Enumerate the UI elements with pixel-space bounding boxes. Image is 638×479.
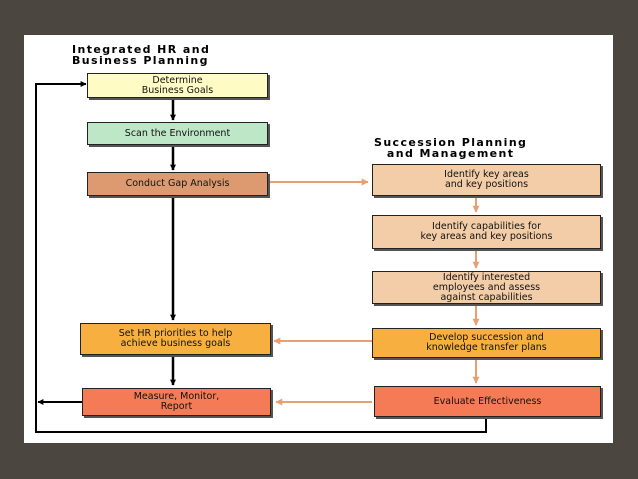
heading-line: and Management	[386, 147, 515, 160]
box-text-line: achieve business goals	[120, 338, 231, 349]
box-text-line: Report	[160, 401, 193, 412]
succession-heading: Succession Planning and Management	[374, 137, 527, 159]
capabilities-box: Identify capabilities for key areas and …	[372, 215, 601, 249]
feedback-loop-line	[35, 81, 87, 403]
box-text-line: Identify interested	[442, 271, 531, 283]
box-text-line: Develop succession and	[429, 332, 544, 343]
heading-line: Business Planning	[72, 54, 209, 67]
determine-goals-box: Determine Business Goals	[87, 73, 268, 98]
gap-analysis-box: Conduct Gap Analysis	[87, 172, 268, 196]
box-text-line: and key positions	[444, 179, 529, 190]
box-text-line: knowledge transfer plans	[426, 342, 547, 353]
evaluate-effectiveness-box: Evaluate Effectiveness	[374, 386, 601, 417]
box-text-line: Conduct Gap Analysis	[125, 178, 230, 189]
box-text-line: Scan the Environment	[124, 127, 231, 139]
box-text-line: Set HR priorities to help	[118, 328, 233, 339]
box-text-line: employees and assess	[432, 281, 541, 293]
hr-planning-heading: Integrated HR and Business Planning	[72, 44, 210, 66]
box-text-line: Identify key areas	[444, 169, 529, 180]
heading-line: Succession Planning	[374, 136, 528, 149]
box-text-line: Determine	[152, 74, 203, 86]
box-text-line: against capabilities	[440, 291, 533, 303]
box-text-line: Measure, Monitor,	[133, 391, 220, 402]
box-text-line: Identify capabilities for	[432, 221, 541, 232]
box-text-line: Business Goals	[141, 84, 214, 96]
scan-environment-box: Scan the Environment	[87, 122, 268, 145]
succession-plans-box: Develop succession and knowledge transfe…	[372, 328, 601, 358]
heading-line: Integrated HR and	[72, 43, 211, 56]
assess-employees-box: Identify interested employees and assess…	[372, 271, 601, 304]
key-areas-box: Identify key areas and key positions	[372, 164, 601, 196]
box-text-line: Evaluate Effectiveness	[433, 395, 542, 407]
hr-priorities-box: Set HR priorities to help achieve busine…	[80, 323, 271, 355]
bottom-return-line	[35, 403, 487, 433]
box-text-line: key areas and key positions	[420, 231, 553, 242]
measure-monitor-box: Measure, Monitor, Report	[82, 388, 271, 416]
